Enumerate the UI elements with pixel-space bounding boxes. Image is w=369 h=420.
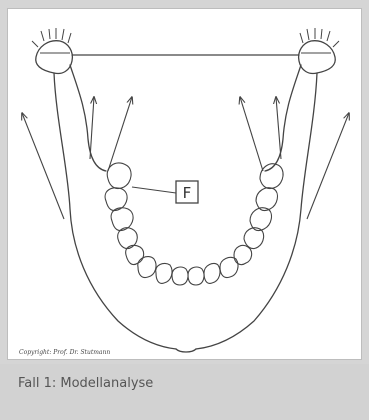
tooth	[156, 263, 172, 283]
left-condyle	[36, 41, 73, 74]
tooth	[204, 263, 220, 283]
tooth	[234, 245, 252, 264]
tooth	[188, 267, 204, 285]
tooth	[256, 188, 277, 211]
arrow-right-outer	[307, 113, 349, 219]
arrow-right-inner	[276, 97, 281, 159]
left-inner-ramus	[70, 65, 106, 171]
tooth	[111, 208, 133, 231]
tooth	[107, 163, 131, 189]
diagram-panel: F Copyright: Prof. Dr. Stutmann	[7, 8, 362, 360]
tooth	[172, 267, 188, 285]
chin	[176, 349, 196, 352]
figure-caption: Fall 1: Modellanalyse	[18, 376, 153, 391]
condyle-hatching	[32, 28, 339, 53]
copyright-note: Copyright: Prof. Dr. Stutmann	[19, 349, 110, 356]
arrow-right-mid	[240, 97, 263, 171]
caption-bar	[0, 364, 369, 420]
arrow-left-outer	[22, 113, 64, 219]
arrow-left-mid	[108, 97, 132, 171]
tooth	[244, 228, 264, 249]
tooth	[250, 208, 271, 231]
tooth	[138, 257, 156, 278]
marker-leader-line	[132, 187, 176, 193]
arrow-left-inner	[90, 97, 94, 159]
marker-label: F	[183, 184, 192, 202]
right-inner-ramus	[265, 65, 301, 171]
tooth	[105, 188, 127, 211]
right-ramus	[196, 73, 317, 349]
mandible-drawing: F	[8, 9, 362, 360]
right-condyle	[299, 41, 336, 74]
